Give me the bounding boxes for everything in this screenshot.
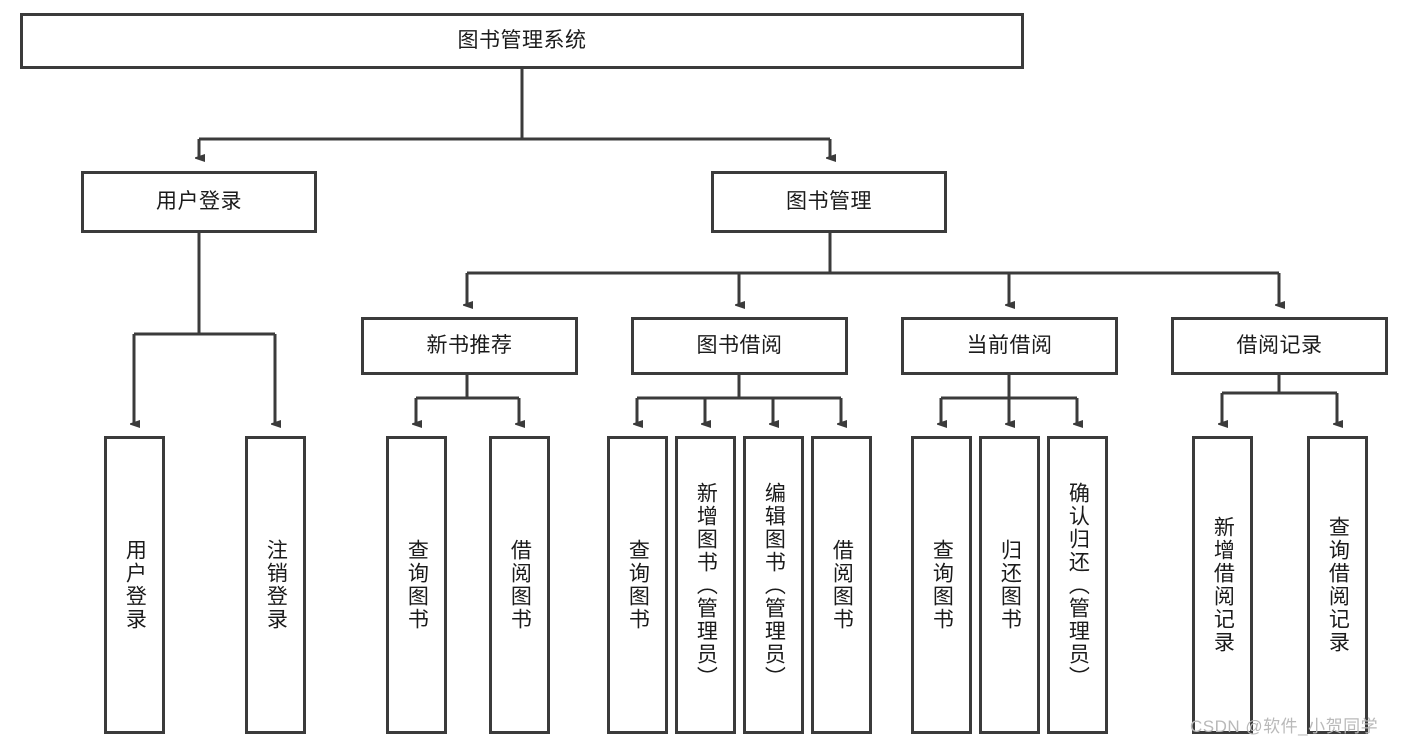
leaf-add-book-admin[interactable]: 新增图书（管理员） <box>675 436 736 734</box>
leaf-add-borrow-record[interactable]: 新增借阅记录 <box>1192 436 1253 734</box>
leaf-query-books-borrow[interactable]: 查询图书 <box>607 436 668 734</box>
node-label: 查询图书 <box>930 539 954 631</box>
node-label: 借阅图书 <box>508 539 532 631</box>
node-label: 查询图书 <box>405 539 429 631</box>
node-label: 图书管理 <box>786 189 872 213</box>
node-label: 归还图书 <box>998 539 1022 631</box>
leaf-query-books-current[interactable]: 查询图书 <box>911 436 972 734</box>
node-label: 用户登录 <box>123 539 147 631</box>
node-label: 查询借阅记录 <box>1326 516 1350 654</box>
leaf-borrow-books-new[interactable]: 借阅图书 <box>489 436 550 734</box>
leaf-return-books[interactable]: 归还图书 <box>979 436 1040 734</box>
node-user-login[interactable]: 用户登录 <box>81 171 317 233</box>
node-root-book-management-system[interactable]: 图书管理系统 <box>20 13 1024 69</box>
leaf-user-login[interactable]: 用户登录 <box>104 436 165 734</box>
leaf-logout[interactable]: 注销登录 <box>245 436 306 734</box>
leaf-query-borrow-record[interactable]: 查询借阅记录 <box>1307 436 1368 734</box>
leaf-edit-book-admin[interactable]: 编辑图书（管理员） <box>743 436 804 734</box>
node-label: 用户登录 <box>156 189 242 213</box>
node-label: 编辑图书（管理员） <box>762 481 786 689</box>
node-label: 新书推荐 <box>426 333 513 357</box>
node-label: 图书借阅 <box>696 333 783 357</box>
node-book-management[interactable]: 图书管理 <box>711 171 947 233</box>
node-label: 当前借阅 <box>966 333 1053 357</box>
node-new-book-recommendation[interactable]: 新书推荐 <box>361 317 578 375</box>
node-book-borrowing[interactable]: 图书借阅 <box>631 317 848 375</box>
node-label: 借阅记录 <box>1236 333 1323 357</box>
node-label: 借阅图书 <box>830 539 854 631</box>
node-borrowing-record[interactable]: 借阅记录 <box>1171 317 1388 375</box>
node-current-borrowing[interactable]: 当前借阅 <box>901 317 1118 375</box>
csdn-watermark: CSDN @软件_小贺同学 <box>1190 717 1379 736</box>
node-label: 新增借阅记录 <box>1211 516 1235 654</box>
node-label: 注销登录 <box>264 539 288 631</box>
node-label: 新增图书（管理员） <box>694 481 718 689</box>
leaf-confirm-return-admin[interactable]: 确认归还（管理员） <box>1047 436 1108 734</box>
leaf-query-books-new[interactable]: 查询图书 <box>386 436 447 734</box>
leaf-borrow-books[interactable]: 借阅图书 <box>811 436 872 734</box>
node-label: 查询图书 <box>626 539 650 631</box>
node-label: 图书管理系统 <box>457 28 587 52</box>
node-label: 确认归还（管理员） <box>1066 481 1090 689</box>
